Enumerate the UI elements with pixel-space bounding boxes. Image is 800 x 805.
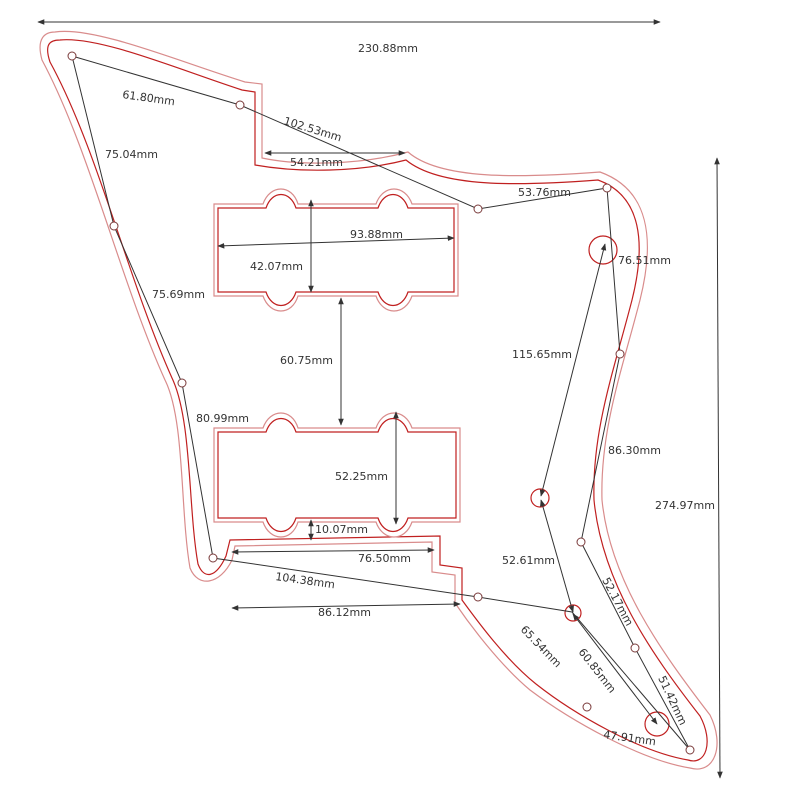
dim-line-60-85 <box>572 613 658 725</box>
label-60-85: 60.85mm <box>576 646 619 696</box>
dim-line-52-61 <box>540 499 574 613</box>
screw-hole <box>473 592 483 602</box>
screw-hole <box>67 51 77 61</box>
screw-hole <box>208 553 218 563</box>
label-86-30: 86.30mm <box>608 444 661 457</box>
screw-hole <box>630 643 640 653</box>
label-47-91: 47.91mm <box>603 728 657 748</box>
label-overall-width: 230.88mm <box>358 42 418 55</box>
label-65-54: 65.54mm <box>518 623 564 670</box>
label-80-99: 80.99mm <box>196 412 249 425</box>
pickguard-outline <box>39 30 718 770</box>
label-93-88: 93.88mm <box>350 228 403 241</box>
dim-line-115-65 <box>539 243 607 497</box>
neck-pickup-cutout <box>213 188 459 312</box>
screw-hole <box>615 349 625 359</box>
screw-hole <box>602 183 612 193</box>
label-42-07: 42.07mm <box>250 260 303 273</box>
label-52-25: 52.25mm <box>335 470 388 483</box>
label-75-69: 75.69mm <box>152 288 205 301</box>
control-circle-switch <box>530 488 550 508</box>
label-53-76: 53.76mm <box>518 186 571 199</box>
screw-hole <box>235 100 245 110</box>
label-52-61: 52.61mm <box>502 554 555 567</box>
label-76-50: 76.50mm <box>358 552 411 565</box>
label-52-17: 52.17mm <box>599 575 635 628</box>
label-75-04: 75.04mm <box>105 148 158 161</box>
pickguard-outer-edge <box>39 30 718 770</box>
label-104-38: 104.38mm <box>275 570 336 591</box>
dim-line-overall-height <box>714 157 723 779</box>
label-61-80: 61.80mm <box>122 88 176 108</box>
screw-hole <box>685 745 695 755</box>
label-102-53: 102.53mm <box>282 114 343 144</box>
dimension-lines <box>37 19 723 779</box>
screw-hole <box>582 702 592 712</box>
label-overall-height: 274.97mm <box>655 499 715 512</box>
dim-line-86-12 <box>231 601 461 611</box>
label-76-51: 76.51mm <box>618 254 671 267</box>
dim-line-93-88 <box>217 235 455 249</box>
label-115-65: 115.65mm <box>512 348 572 361</box>
screw-hole <box>576 537 586 547</box>
screw-hole <box>109 221 119 231</box>
pickguard-inner-edge <box>47 39 708 762</box>
screw-hole <box>473 204 483 214</box>
label-54-21: 54.21mm <box>290 156 343 169</box>
label-86-12: 86.12mm <box>318 606 371 619</box>
screw-holes <box>67 51 695 755</box>
label-51-42: 51.42mm <box>655 674 689 727</box>
label-10-07: 10.07mm <box>315 523 368 536</box>
label-60-75: 60.75mm <box>280 354 333 367</box>
neck-pickup-cutout-inner <box>217 193 455 307</box>
dim-line-76-50 <box>231 547 435 555</box>
screw-hole <box>177 378 187 388</box>
dimension-labels: 230.88mm 61.80mm 102.53mm 54.21mm 53.76m… <box>105 42 715 748</box>
